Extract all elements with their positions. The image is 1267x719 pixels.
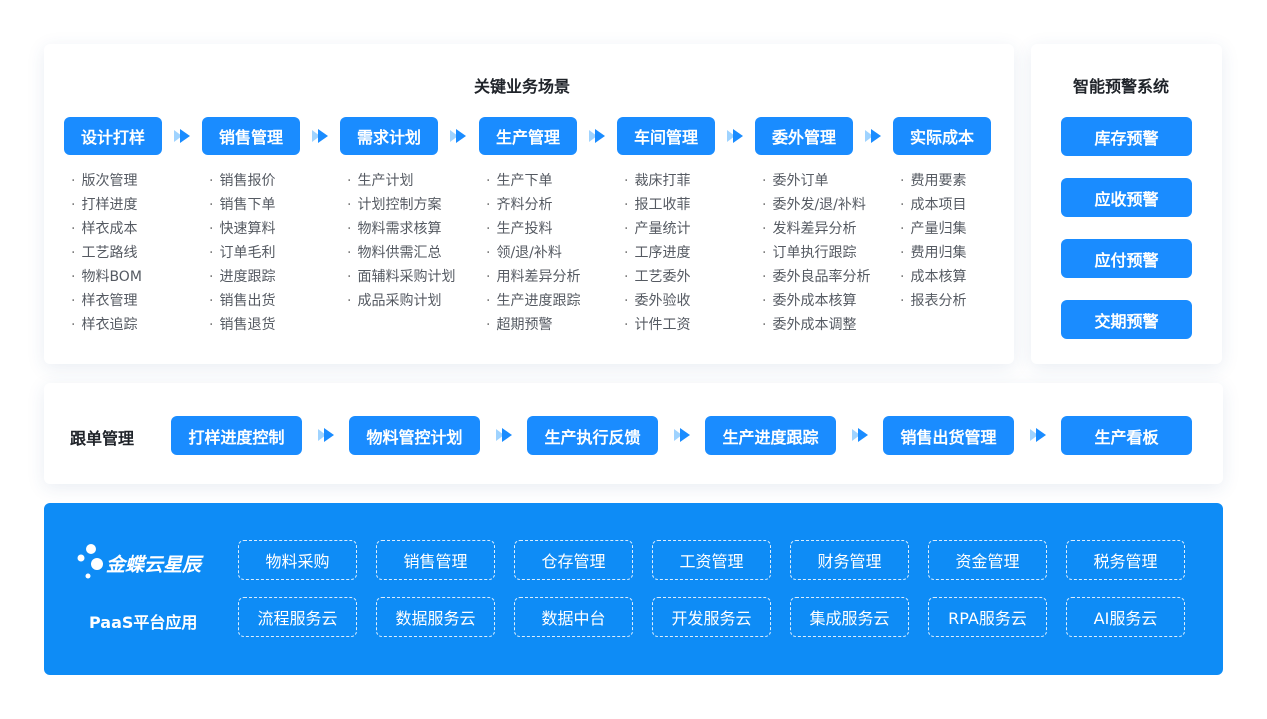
scenario-item: 工序进度 [624, 245, 690, 261]
warning-item-1: 库存预警 [1061, 117, 1192, 156]
flow-arrow-icon [674, 428, 690, 442]
flow-arrow-icon [865, 129, 881, 143]
flow-arrow-icon [318, 428, 334, 442]
warning-item-3: 应付预警 [1061, 239, 1192, 278]
flow-arrow-icon [312, 129, 328, 143]
platform-module-row2-6: RPA服务云 [928, 597, 1047, 637]
scenario-pill-3: 需求计划 [340, 117, 438, 155]
scenario-item: 成本项目 [900, 197, 966, 213]
platform-module-row1-1: 物料采购 [238, 540, 357, 580]
scenario-item: 销售退货 [209, 317, 275, 333]
scenario-item: 快速算料 [209, 221, 275, 237]
platform-module-row2-4: 开发服务云 [652, 597, 771, 637]
tracking-step-3: 生产执行反馈 [527, 416, 658, 455]
platform-module-row2-7: AI服务云 [1066, 597, 1185, 637]
warning-item-2: 应收预警 [1061, 178, 1192, 217]
order-tracking-card: 跟单管理 打样进度控制 物料管控计划 生产执行反馈 生产进度跟踪 销售出货管理 生产看板 [44, 383, 1223, 484]
scenario-item: 面辅料采购计划 [347, 269, 455, 285]
tracking-step-1: 打样进度控制 [171, 416, 302, 455]
scenario-item: 生产计划 [347, 173, 413, 189]
scenario-item: 计划控制方案 [347, 197, 441, 213]
tracking-step-5: 销售出货管理 [883, 416, 1014, 455]
tracking-step-6: 生产看板 [1061, 416, 1192, 455]
kingdee-logo-text: 金蝶云星辰 [106, 554, 202, 576]
scenario-item: 物料BOM [71, 269, 141, 285]
scenario-item: 物料需求核算 [347, 221, 441, 237]
platform-module-row2-5: 集成服务云 [790, 597, 909, 637]
scenario-item: 版次管理 [71, 173, 137, 189]
scenario-item: 订单执行跟踪 [762, 245, 856, 261]
platform-module-row1-3: 仓存管理 [514, 540, 633, 580]
scenario-item: 发料差异分析 [762, 221, 856, 237]
paas-platform-panel: 金蝶云星辰 PaaS平台应用 物料采购销售管理仓存管理工资管理财务管理资金管理税… [44, 503, 1223, 675]
scenario-item: 销售出货 [209, 293, 275, 309]
order-tracking-title: 跟单管理 [70, 429, 135, 448]
scenario-item: 物料供需汇总 [347, 245, 441, 261]
scenario-item: 委外订单 [762, 173, 828, 189]
scenario-item: 报工收菲 [624, 197, 690, 213]
scenario-item: 生产进度跟踪 [486, 293, 580, 309]
scenario-item: 成本核算 [900, 269, 966, 285]
warning-item-4: 交期预警 [1061, 300, 1192, 339]
scenario-item: 领/退/补料 [486, 245, 561, 261]
scenario-item: 生产投料 [486, 221, 552, 237]
scenario-item: 订单毛利 [209, 245, 275, 261]
scenario-item: 用料差异分析 [486, 269, 580, 285]
platform-module-row2-3: 数据中台 [514, 597, 633, 637]
scenario-item: 裁床打菲 [624, 173, 690, 189]
scenario-item: 委外成本核算 [762, 293, 856, 309]
warning-system-card: 智能预警系统 库存预警应收预警应付预警交期预警 [1031, 44, 1222, 364]
scenario-pill-1: 设计打样 [64, 117, 162, 155]
platform-module-row1-2: 销售管理 [376, 540, 495, 580]
flow-arrow-icon [727, 129, 743, 143]
platform-module-row2-1: 流程服务云 [238, 597, 357, 637]
platform-module-row2-2: 数据服务云 [376, 597, 495, 637]
scenario-item: 生产下单 [486, 173, 552, 189]
scenario-pill-6: 委外管理 [755, 117, 853, 155]
flow-arrow-icon [1030, 428, 1046, 442]
scenario-item: 齐料分析 [486, 197, 552, 213]
platform-module-row1-4: 工资管理 [652, 540, 771, 580]
scenario-item: 进度跟踪 [209, 269, 275, 285]
key-scenarios-title: 关键业务场景 [474, 77, 571, 96]
scenario-item: 超期预警 [486, 317, 552, 333]
flow-arrow-icon [589, 129, 605, 143]
scenario-item: 工艺委外 [624, 269, 690, 285]
scenario-item: 成品采购计划 [347, 293, 441, 309]
scenario-item: 计件工资 [624, 317, 690, 333]
flow-arrow-icon [450, 129, 466, 143]
scenario-item: 打样进度 [71, 197, 137, 213]
scenario-item: 产量归集 [900, 221, 966, 237]
scenario-item: 样衣管理 [71, 293, 137, 309]
flow-arrow-icon [496, 428, 512, 442]
scenario-pill-4: 生产管理 [479, 117, 577, 155]
key-scenarios-card: 关键业务场景 设计打样版次管理打样进度样衣成本工艺路线物料BOM 样衣管理样衣追踪… [44, 44, 1014, 364]
scenario-item: 样衣成本 [71, 221, 137, 237]
kingdee-logo-icon [77, 544, 103, 579]
scenario-item: 费用要素 [900, 173, 966, 189]
warning-system-title: 智能预警系统 [1073, 77, 1170, 96]
paas-platform-label: PaaS平台应用 [89, 613, 198, 632]
scenario-item: 委外发/退/补料 [762, 197, 865, 213]
scenario-pill-7: 实际成本 [893, 117, 991, 155]
scenario-pill-2: 销售管理 [202, 117, 300, 155]
scenario-item: 委外良品率分析 [762, 269, 870, 285]
tracking-step-4: 生产进度跟踪 [705, 416, 836, 455]
platform-module-row1-5: 财务管理 [790, 540, 909, 580]
scenario-item: 报表分析 [900, 293, 966, 309]
scenario-item: 销售下单 [209, 197, 275, 213]
scenario-item: 产量统计 [624, 221, 690, 237]
scenario-item: 委外验收 [624, 293, 690, 309]
scenario-item: 委外成本调整 [762, 317, 856, 333]
tracking-step-2: 物料管控计划 [349, 416, 480, 455]
scenario-item: 工艺路线 [71, 245, 137, 261]
scenario-item: 销售报价 [209, 173, 275, 189]
platform-module-row1-6: 资金管理 [928, 540, 1047, 580]
flow-arrow-icon [174, 129, 190, 143]
scenario-item: 费用归集 [900, 245, 966, 261]
scenario-item: 样衣追踪 [71, 317, 137, 333]
platform-module-row1-7: 税务管理 [1066, 540, 1185, 580]
flow-arrow-icon [852, 428, 868, 442]
scenario-pill-5: 车间管理 [617, 117, 715, 155]
